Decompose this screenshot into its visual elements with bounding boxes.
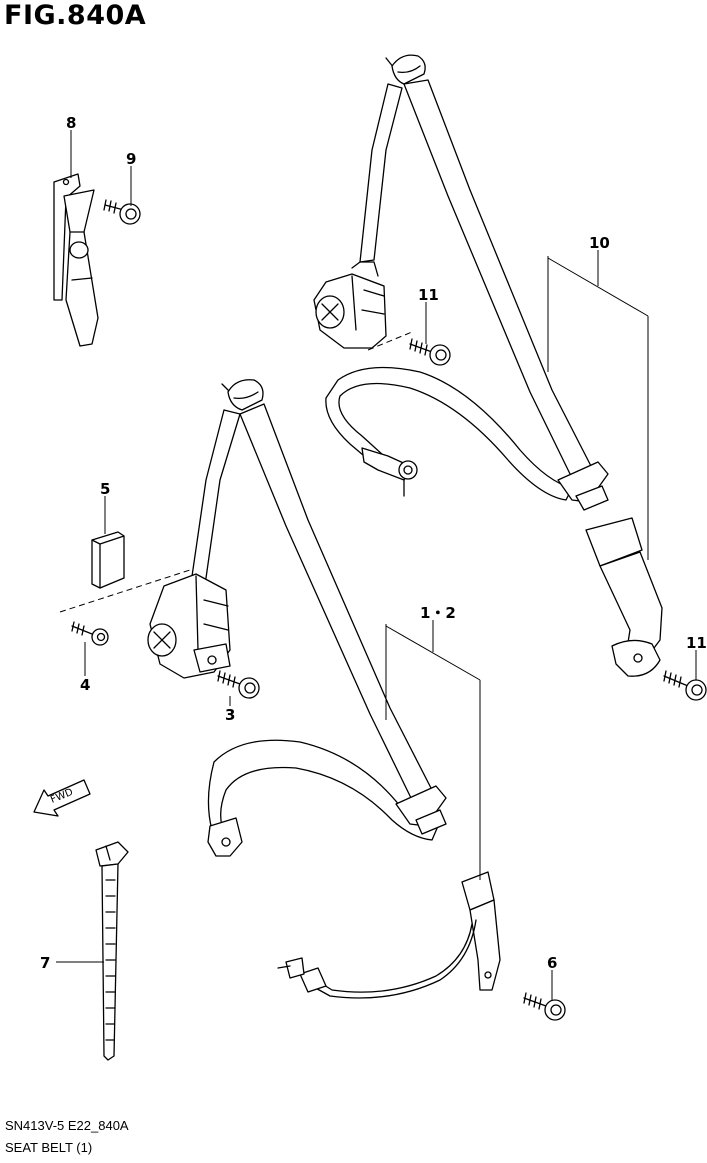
- part-3-bolt: [217, 670, 260, 699]
- callout-7: 7: [40, 954, 50, 972]
- callout-6: 6: [547, 954, 557, 972]
- callout-1-2: 1・2: [420, 604, 456, 622]
- callout-11-upper: 11: [418, 286, 439, 304]
- part-11-bolt-lower: [663, 670, 707, 701]
- part-8-pillar-guide: [53, 173, 99, 347]
- part-9-bolt: [103, 199, 141, 225]
- fwd-arrow-icon: FWD: [33, 779, 91, 817]
- part-6-bolt: [523, 992, 566, 1021]
- upper-belt-assembly: [313, 54, 663, 677]
- part-4-screw: [71, 621, 109, 646]
- callout-5: 5: [100, 480, 110, 498]
- figure-description: SEAT BELT (1): [5, 1140, 93, 1155]
- figure-code: SN413V-5 E22_840A: [5, 1118, 129, 1133]
- callout-11-lower: 11: [686, 634, 707, 652]
- part-11-bolt-upper: [409, 338, 451, 366]
- lower-belt-assembly: [147, 379, 501, 999]
- callout-8: 8: [66, 114, 76, 132]
- dashed-locator-left: [59, 569, 191, 613]
- callout-10: 10: [589, 234, 610, 252]
- part-7-cable-tie: [95, 841, 129, 1061]
- callout-3: 3: [225, 706, 235, 724]
- figure-title: FIG.840A: [4, 0, 147, 31]
- callout-4: 4: [80, 676, 90, 694]
- part-5-cover: [91, 531, 125, 589]
- callout-9: 9: [126, 150, 136, 168]
